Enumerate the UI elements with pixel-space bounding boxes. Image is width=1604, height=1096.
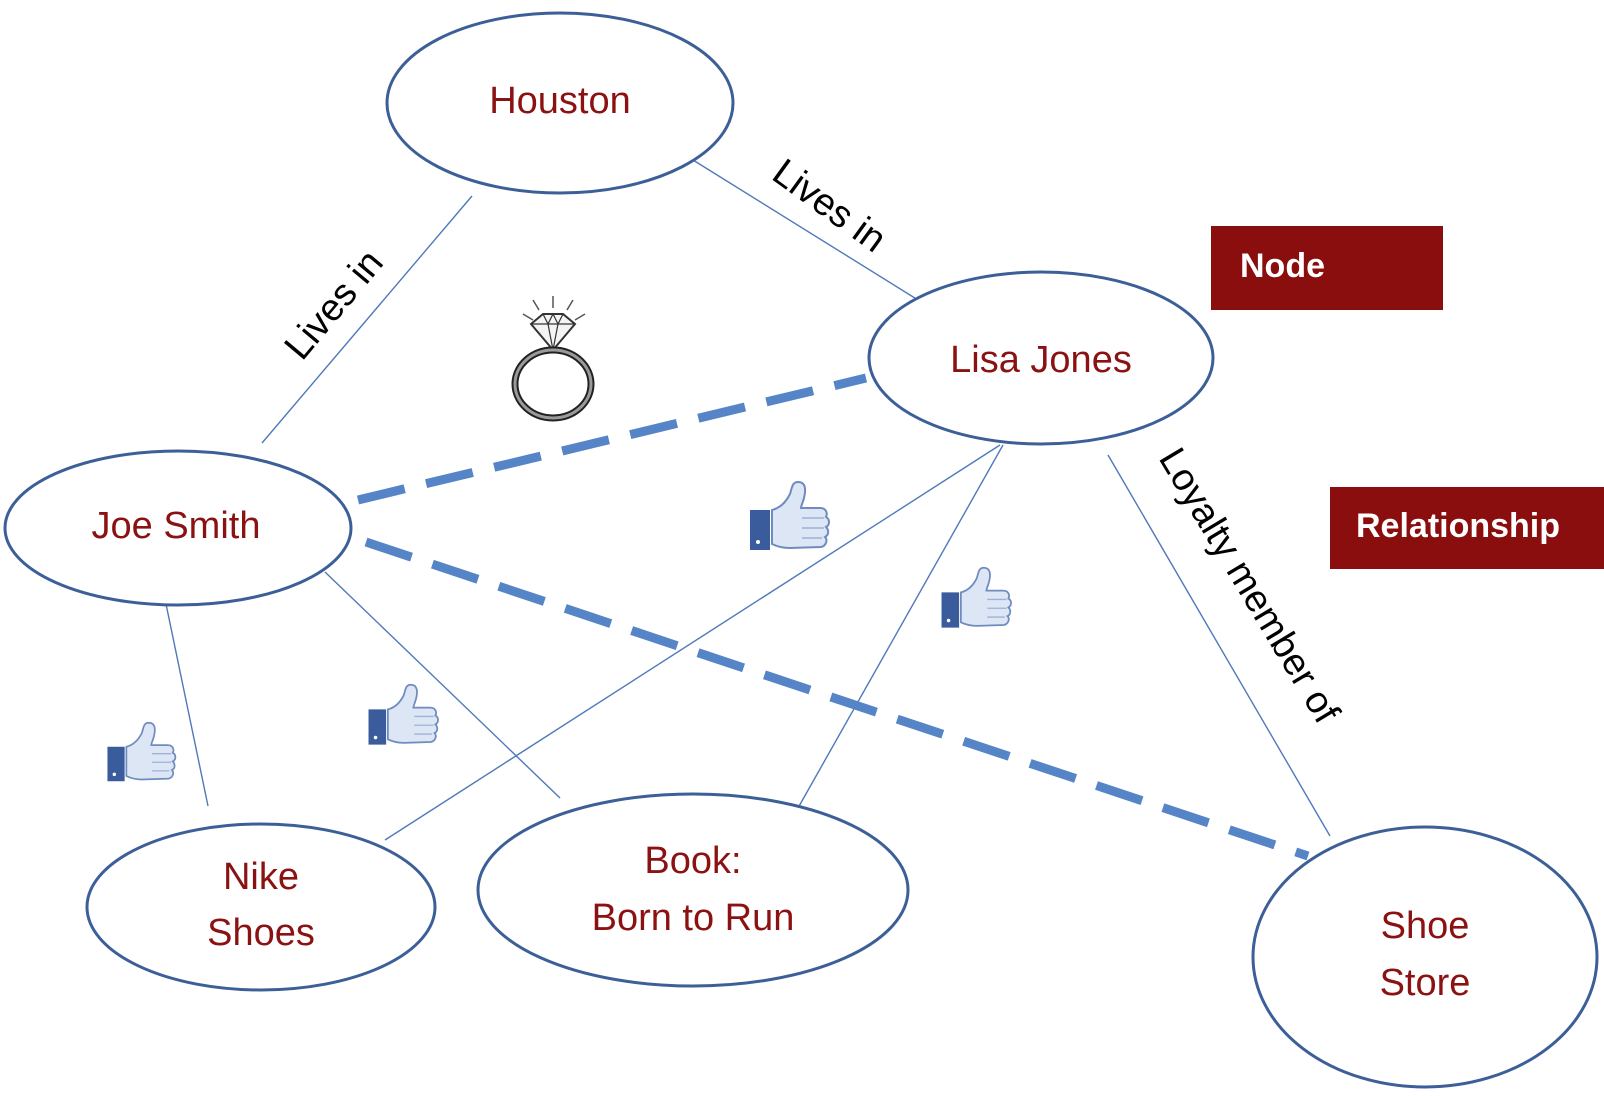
node-shoe-store-label-line1: Shoe	[1381, 905, 1470, 947]
node-lisa-jones-label: Lisa Jones	[950, 339, 1132, 381]
edge-labels: Lives in Lives in Loyalty member of	[277, 151, 1348, 731]
legend-relationship-label: Relationship	[1356, 507, 1560, 545]
node-joe-smith-label: Joe Smith	[92, 505, 261, 547]
thumbs-up-icon	[106, 721, 177, 783]
edge-joe-nike	[165, 603, 209, 807]
legend-node-label: Node	[1240, 247, 1325, 285]
relationship-lines	[165, 159, 1331, 861]
node-shoe-store-label-line2: Store	[1380, 962, 1471, 1004]
node-shoe-store[interactable]: Shoe Store	[1251, 825, 1599, 1089]
node-book-label-line1: Book:	[644, 840, 741, 882]
node-houston-label: Houston	[489, 80, 631, 122]
node-nike-shoes[interactable]: Nike Shoes	[85, 822, 437, 992]
thumbs-up-icon	[940, 566, 1012, 629]
edge-joe-shoestore-dashed	[364, 537, 1310, 861]
legend-node: Node	[1211, 226, 1443, 310]
edge-joe-houston	[261, 195, 473, 444]
legend-relationship: Relationship	[1330, 487, 1604, 569]
edge-label-loyalty-member-of: Loyalty member of	[1150, 441, 1347, 731]
node-book-label-line2: Born to Run	[592, 897, 795, 939]
edge-lisa-book	[797, 444, 1004, 809]
node-houston[interactable]: Houston	[385, 11, 735, 195]
edge-joe-book	[324, 571, 561, 799]
thumbs-up-icon	[367, 683, 439, 746]
node-lisa-jones[interactable]: Lisa Jones	[867, 270, 1215, 446]
thumbs-up-icon	[749, 481, 830, 551]
node-nike-shoes-label-line2: Shoes	[207, 912, 315, 954]
diamond-ring-icon	[511, 296, 595, 422]
edge-lisa-shoestore	[1107, 454, 1331, 837]
edge-joe-lisa-married	[356, 373, 868, 505]
edge-label-joe-lives-in: Lives in	[277, 242, 392, 368]
node-nike-shoes-label-line1: Nike	[223, 856, 299, 898]
edge-lisa-nike	[384, 444, 1001, 841]
node-joe-smith[interactable]: Joe Smith	[3, 449, 353, 607]
node-book[interactable]: Book: Born to Run	[476, 792, 910, 988]
edge-houston-lisa	[692, 159, 919, 301]
